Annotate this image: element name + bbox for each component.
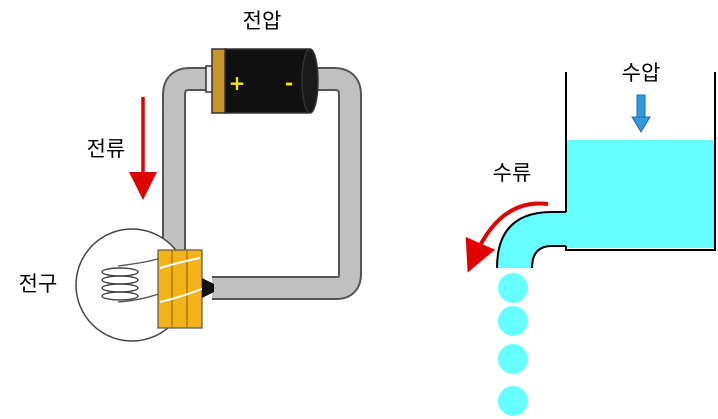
water-analogy: 수압 수류 bbox=[465, 61, 716, 416]
pipe-outline bbox=[496, 211, 566, 269]
tank-walls bbox=[565, 72, 716, 251]
bulb-base bbox=[157, 249, 214, 329]
pipe-water bbox=[497, 212, 566, 268]
bulb-label: 전구 bbox=[19, 272, 58, 296]
water-flow-label: 수류 bbox=[493, 161, 532, 185]
battery-plus-sign: + bbox=[229, 71, 246, 95]
voltage-label: 전압 bbox=[243, 9, 282, 33]
water-drop bbox=[498, 306, 528, 336]
light-bulb bbox=[75, 228, 214, 342]
battery-negative-end bbox=[301, 48, 319, 114]
water-pressure-label: 수압 bbox=[622, 61, 661, 85]
flow-arrow bbox=[465, 201, 549, 273]
water-drop bbox=[498, 344, 528, 374]
bulb-tip bbox=[202, 278, 214, 298]
electric-circuit: + - bbox=[19, 9, 362, 342]
battery-body bbox=[224, 48, 310, 114]
pressure-arrow bbox=[631, 94, 651, 133]
current-label: 전류 bbox=[87, 137, 126, 161]
battery: + - bbox=[205, 48, 319, 114]
water-drop bbox=[498, 273, 528, 303]
water-drop bbox=[498, 386, 528, 416]
battery-minus-sign: - bbox=[285, 71, 293, 95]
battery-positive-end bbox=[211, 48, 227, 114]
tank-water bbox=[566, 140, 715, 248]
bulb-filament bbox=[101, 267, 139, 301]
